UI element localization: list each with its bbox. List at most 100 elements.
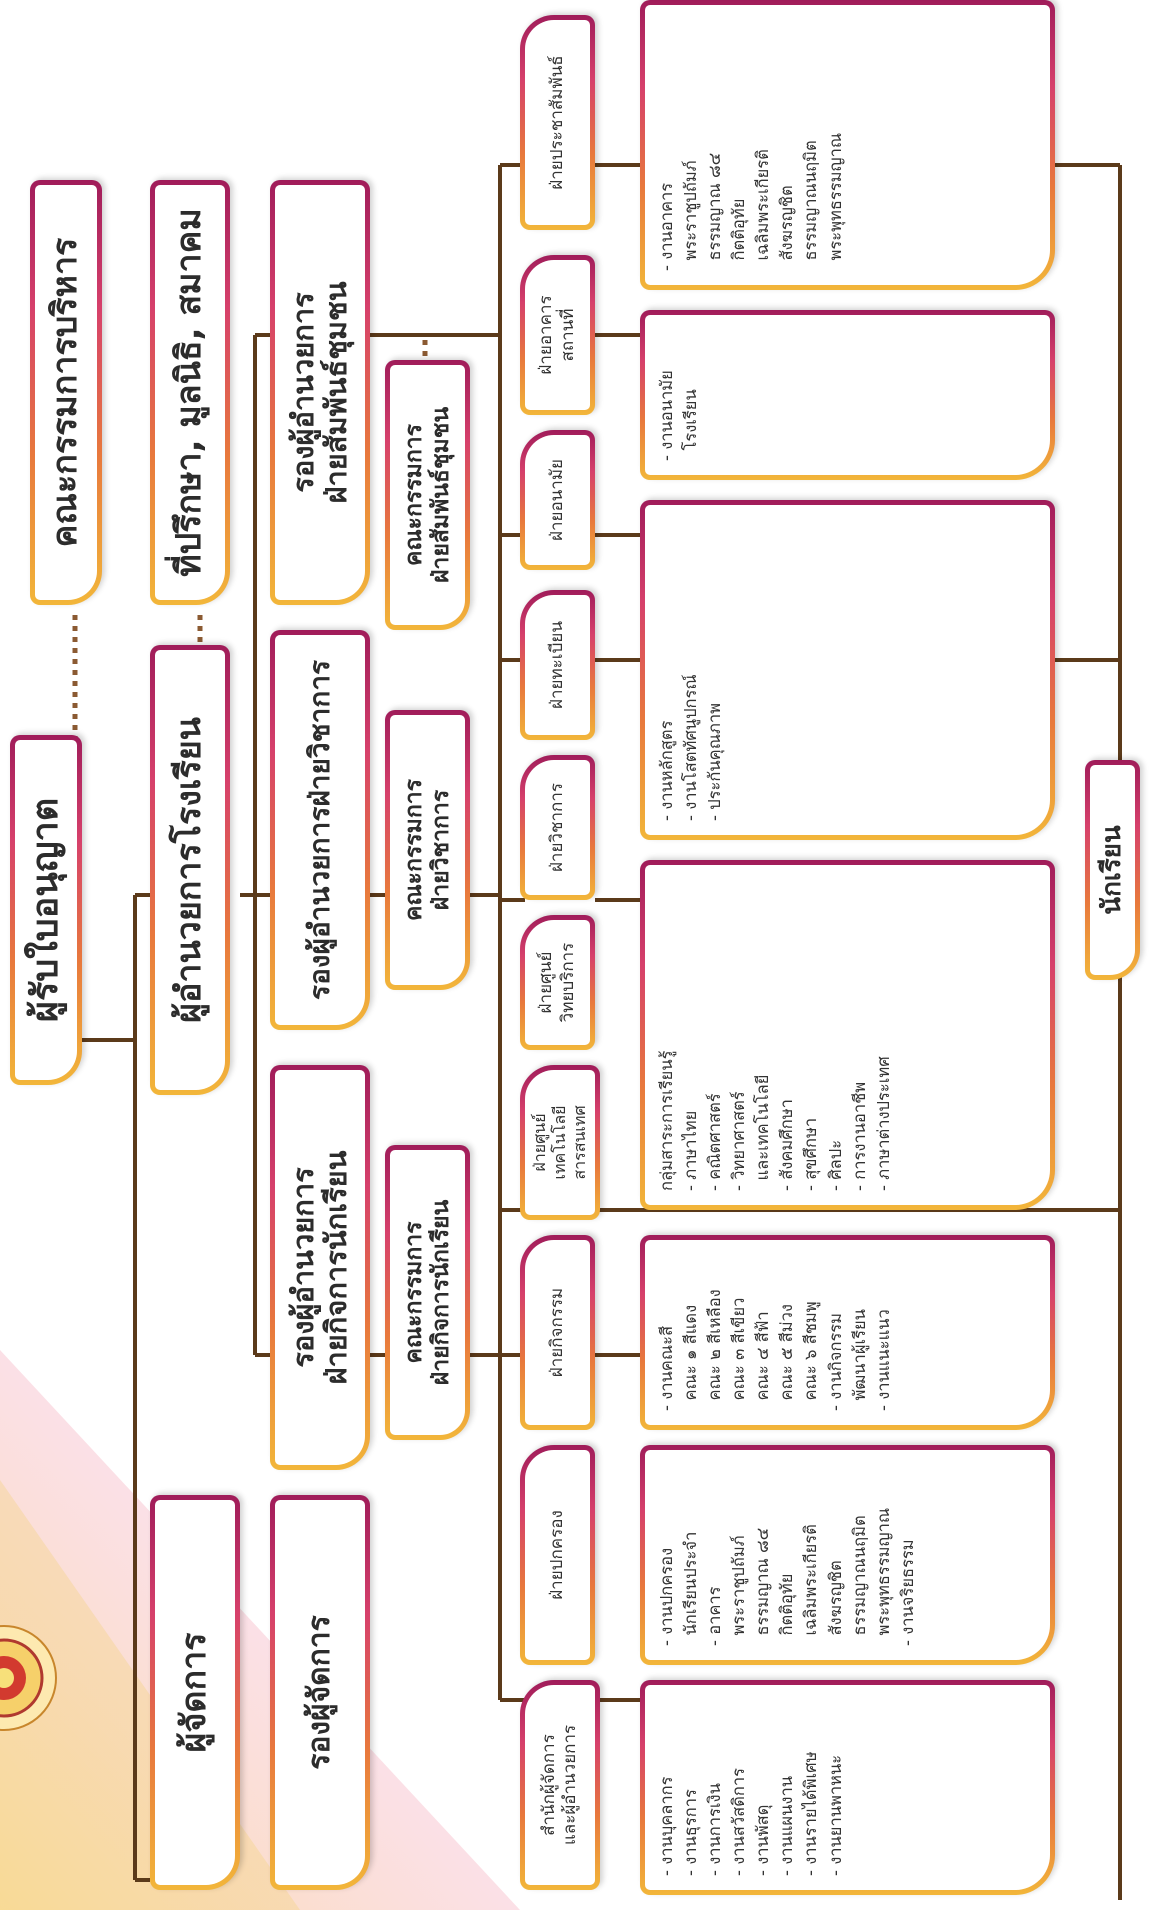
task-item: - งานพัสดุ [753,1804,773,1876]
task-item: - งานปกครอง [657,1547,676,1646]
dept-pr-box: ฝ่ายประชาสัมพันธ์ [520,15,595,230]
committee-academic-label: คณะกรรมการ ฝ่ายวิชาการ [401,778,454,922]
task-item: เฉลิมพระเกียรติ [753,149,773,271]
dept-academic-label: ฝ่ายวิชาการ [546,782,567,873]
committee-student-label: คณะกรรมการ ฝ่ายกิจการนักเรียน [401,1199,454,1386]
students-box: นักเรียน [1085,760,1140,980]
school-seal-icon [0,1625,57,1731]
dept-governance-box: ฝ่ายปกครอง [520,1445,595,1665]
task-item: - การงานอาชีพ [849,1081,869,1191]
tasks-registrar-box: - งานหลักสูตร- งานโสตทัศนูปกรณ์- ประกันค… [640,500,1055,840]
task-item: คณะ ๔ สีฟ้า [753,1311,773,1411]
dept-office-box: สำนักผู้จัดการ และผู้อำนวยการ [520,1680,600,1890]
task-item: ธรรมญาณ ๘๔ [705,152,725,271]
task-item: คณะ ๓ สีเขียว [729,1297,749,1411]
deputy-academic-box: รองผู้อำนวยการฝ่ายวิชาการ [270,630,370,1030]
students-label: นักเรียน [1096,825,1127,915]
task-item: - งานอนามัย [657,370,676,461]
task-item: กลุ่มสาระการเรียนรู้ [657,1050,676,1191]
director-box: ผู้อำนวยการโรงเรียน [150,645,230,1095]
task-item: - ภาษาไทย [681,1110,701,1191]
dept-buildings-label: ฝ่ายอาคาร สถานที่ [536,295,578,375]
task-item: พระราชูปถัมภ์ [729,1535,749,1646]
tasks-academic-box: กลุ่มสาระการเรียนรู้ - ภาษาไทย- คณิตศาสตร… [640,860,1055,1210]
task-item: ธรรมญาณนฤมิต [849,1515,869,1646]
task-item: - งานโสตทัศนูปกรณ์ [681,674,701,821]
task-item: พัฒนาผู้เรียน [849,1309,869,1411]
task-item: - งานรายได้พิเศษ [801,1751,821,1876]
task-item: กิตติอุทัย [729,198,749,271]
dept-office-label: สำนักผู้จัดการ และผู้อำนวยการ [538,1724,580,1846]
dept-registrar-box: ฝ่ายทะเบียน [520,590,595,740]
task-item: ธรรมญาณ ๘๔ [753,1527,773,1646]
deputy-manager-box: รองผู้จัดการ [270,1495,370,1890]
task-item: ธรรมญาณนฤมิต [801,140,821,271]
tasks-buildings-box: - งานอาคาร พระราชูปถัมภ์ ธรรมญาณ ๘๔ กิตต… [640,0,1055,290]
task-item: คณะ ๑ สีแดง [681,1304,701,1411]
committee-academic-box: คณะกรรมการ ฝ่ายวิชาการ [385,710,470,990]
deputy-student-affairs-box: รองผู้อำนวยการ ฝ่ายกิจการนักเรียน [270,1065,370,1470]
advisors-label: ที่ปรึกษา, มูลนิธิ, สมาคม [169,208,210,577]
task-item: - งานคณะสี [657,1325,676,1411]
task-item: - สุขศึกษา [801,1117,821,1191]
task-item: - งานการเงิน [705,1783,725,1876]
task-item: พระพุทธรรมญาณ [825,132,845,271]
task-item: คณะ ๒ สีเหลือง [705,1289,725,1411]
tasks-academic-items: กลุ่มสาระการเรียนรู้ - ภาษาไทย- คณิตศาสตร… [655,1051,896,1191]
task-item: - งานหลักสูตร [657,720,676,821]
dept-registrar-label: ฝ่ายทะเบียน [546,621,567,709]
task-item: พระพุทธรรมญาณ [873,1507,893,1646]
deputy-community-box: รองผู้อำนวยการ ฝ่ายสัมพันธ์ชุมชน [270,180,370,605]
tasks-governance-box: - งานปกครอง นักเรียนประจำ- อาคาร พระราชู… [640,1445,1055,1665]
deputy-academic-label: รองผู้อำนวยการฝ่ายวิชาการ [302,659,336,1001]
task-item: - งานอาคาร [657,182,676,271]
task-item: สังฆรญชิต [777,185,797,271]
tasks-registrar-items: - งานหลักสูตร- งานโสตทัศนูปกรณ์- ประกันค… [655,674,727,821]
dept-pr-label: ฝ่ายประชาสัมพันธ์ [546,55,567,190]
tasks-activities-items: - งานคณะสี คณะ ๑ สีแดง คณะ ๒ สีเหลือง คณ… [655,1289,896,1411]
licensee-box: ผู้รับใบอนุญาต [10,735,82,1085]
dept-it-box: ฝ่ายศูนย์ เทคโนโลยี สารสนเทศ [520,1065,600,1220]
dept-governance-label: ฝ่ายปกครอง [546,1510,567,1600]
tasks-governance-items: - งานปกครอง นักเรียนประจำ- อาคาร พระราชู… [655,1508,920,1646]
tasks-health-items: - งานอนามัย โรงเรียน [655,370,703,461]
task-item: พระราชูปถัมภ์ [681,160,701,271]
dept-activities-label: ฝ่ายกิจกรรม [546,1287,567,1378]
task-item: - งานแนะแนว [873,1309,893,1411]
task-item: - ภาษาต่างประเทศ [873,1056,893,1191]
task-item: โรงเรียน [681,389,701,461]
task-item: คณะ ๖ สีชมพู [801,1301,821,1411]
executive-committee-box: คณะกรรมการบริหาร [30,180,102,605]
dept-it-label: ฝ่ายศูนย์ เทคโนโลยี สารสนเทศ [530,1105,589,1180]
task-item: - งานธุรการ [681,1789,701,1876]
task-item: เฉลิมพระเกียรติ [801,1524,821,1646]
manager-label: ผู้จัดการ [174,1632,215,1753]
task-item: - งานแผนงาน [777,1776,797,1876]
deputy-manager-label: รองผู้จัดการ [301,1615,337,1770]
task-item: - คณิตศาสตร์ [705,1093,725,1191]
task-item: - งานกิจกรรม [825,1312,845,1411]
committee-community-box: คณะกรรมการ ฝ่ายสัมพันธ์ชุมชน [385,360,470,630]
tasks-activities-box: - งานคณะสี คณะ ๑ สีแดง คณะ ๒ สีเหลือง คณ… [640,1235,1055,1430]
advisors-box: ที่ปรึกษา, มูลนิธิ, สมาคม [150,180,230,605]
task-item: - สังคมศึกษา [777,1099,797,1191]
task-item: - งานบุคลากร [657,1776,676,1876]
licensee-label: ผู้รับใบอนุญาต [25,797,67,1023]
committee-community-label: คณะกรรมการ ฝ่ายสัมพันธ์ชุมชน [401,406,454,584]
deputy-student-affairs-label: รองผู้อำนวยการ ฝ่ายกิจการนักเรียน [285,1150,353,1385]
task-item: - งานจริยธรรม [897,1539,917,1646]
task-item: และเทคโนโลยี [753,1074,773,1191]
task-item: - ศิลปะ [825,1139,845,1191]
tasks-office-box: - งานบุคลากร - งานธุรการ- งานการเงิน - งาน… [640,1680,1055,1895]
dept-health-label: ฝ่ายอนามัย [546,459,567,542]
deputy-community-label: รองผู้อำนวยการ ฝ่ายสัมพันธ์ชุมชน [285,281,353,504]
tasks-office-items: - งานบุคลากร - งานธุรการ- งานการเงิน - งาน… [655,1752,848,1876]
dept-service-box: ฝ่ายศูนย์ วิทยบริการ [520,915,595,1050]
dept-activities-box: ฝ่ายกิจกรรม [520,1235,595,1430]
dept-buildings-box: ฝ่ายอาคาร สถานที่ [520,255,595,415]
task-item: นักเรียนประจำ [681,1531,701,1646]
manager-box: ผู้จัดการ [150,1495,240,1890]
dept-service-label: ฝ่ายศูนย์ วิทยบริการ [536,942,578,1023]
task-item: คณะ ๕ สีม่วง [777,1304,797,1411]
